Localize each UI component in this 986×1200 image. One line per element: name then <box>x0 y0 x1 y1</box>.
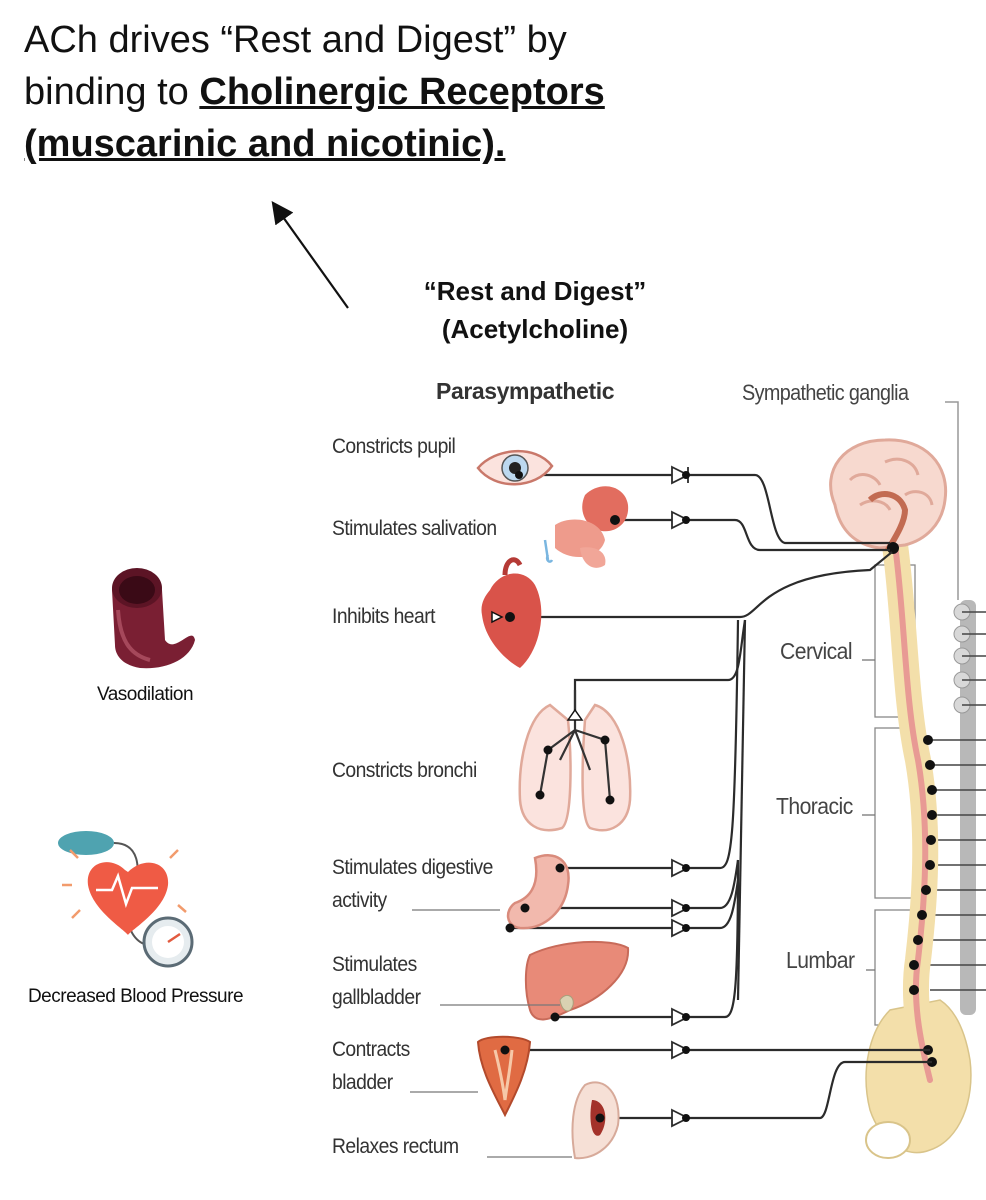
label-contracts-bladder-1: Contracts <box>332 1038 410 1061</box>
parasympathetic-label: Parasympathetic <box>436 378 615 404</box>
label-relaxes-rectum: Relaxes rectum <box>332 1135 459 1158</box>
sympathetic-ganglia-label: Sympathetic ganglia <box>742 380 909 405</box>
ganglia-bracket <box>945 401 959 600</box>
stomach-icon <box>505 854 570 933</box>
salivary-gland-icon <box>543 486 629 568</box>
rest-digest-title-line-2: (Acetylcholine) <box>441 314 629 344</box>
ganglion-markers <box>671 465 691 1128</box>
leader-lines <box>410 659 875 1158</box>
rest-digest-title: “Rest and Digest” (Acetylcholine) <box>380 272 690 348</box>
label-contracts-bladder-2: bladder <box>332 1071 393 1094</box>
caption-vasodilation: Vasodilation <box>96 684 194 705</box>
synapse-dots <box>682 471 690 1122</box>
pointer-arrow <box>271 201 349 309</box>
blood-vessel-icon <box>112 568 195 669</box>
eye-icon <box>476 450 554 486</box>
bladder-icon <box>476 1035 532 1118</box>
label-stimulates-gallbladder-2: gallbladder <box>332 986 421 1009</box>
caption-decreased-blood-pressure: Decreased Blood Pressure <box>27 986 244 1007</box>
heading-receptors: Cholinergic Receptors <box>199 71 605 113</box>
heading-line-1: ACh drives “Rest and Digest” by <box>24 19 567 61</box>
heading: ACh drives “Rest and Digest” by binding … <box>24 14 744 170</box>
heart-organ-icon <box>481 557 542 668</box>
lungs-icon <box>518 690 632 832</box>
vertebral-column-icon <box>930 600 986 1015</box>
label-stimulates-salivation: Stimulates salivation <box>332 517 497 540</box>
nerve-paths <box>505 473 932 1120</box>
heading-receptor-types: (muscarinic and nicotinic). <box>24 123 506 165</box>
label-inhibits-heart: Inhibits heart <box>332 605 435 628</box>
rest-digest-title-line-1: “Rest and Digest” <box>423 276 647 306</box>
liver-icon <box>524 940 630 1022</box>
blood-pressure-icon <box>58 831 194 968</box>
label-constricts-pupil: Constricts pupil <box>332 435 456 458</box>
label-stimulates-gallbladder-1: Stimulates <box>332 953 417 976</box>
brain-icon <box>829 438 948 554</box>
heading-line-2-prefix: binding to <box>24 71 200 113</box>
label-stimulates-digestive-2: activity <box>332 889 387 912</box>
region-thoracic: Thoracic <box>776 793 853 819</box>
region-lumbar: Lumbar <box>786 947 855 973</box>
rectum-icon <box>571 1081 620 1160</box>
label-constricts-bronchi: Constricts bronchi <box>332 759 477 782</box>
region-cervical: Cervical <box>780 638 853 664</box>
spinal-cord-icon <box>882 532 943 1093</box>
label-stimulates-digestive-1: Stimulates digestive <box>332 856 493 879</box>
